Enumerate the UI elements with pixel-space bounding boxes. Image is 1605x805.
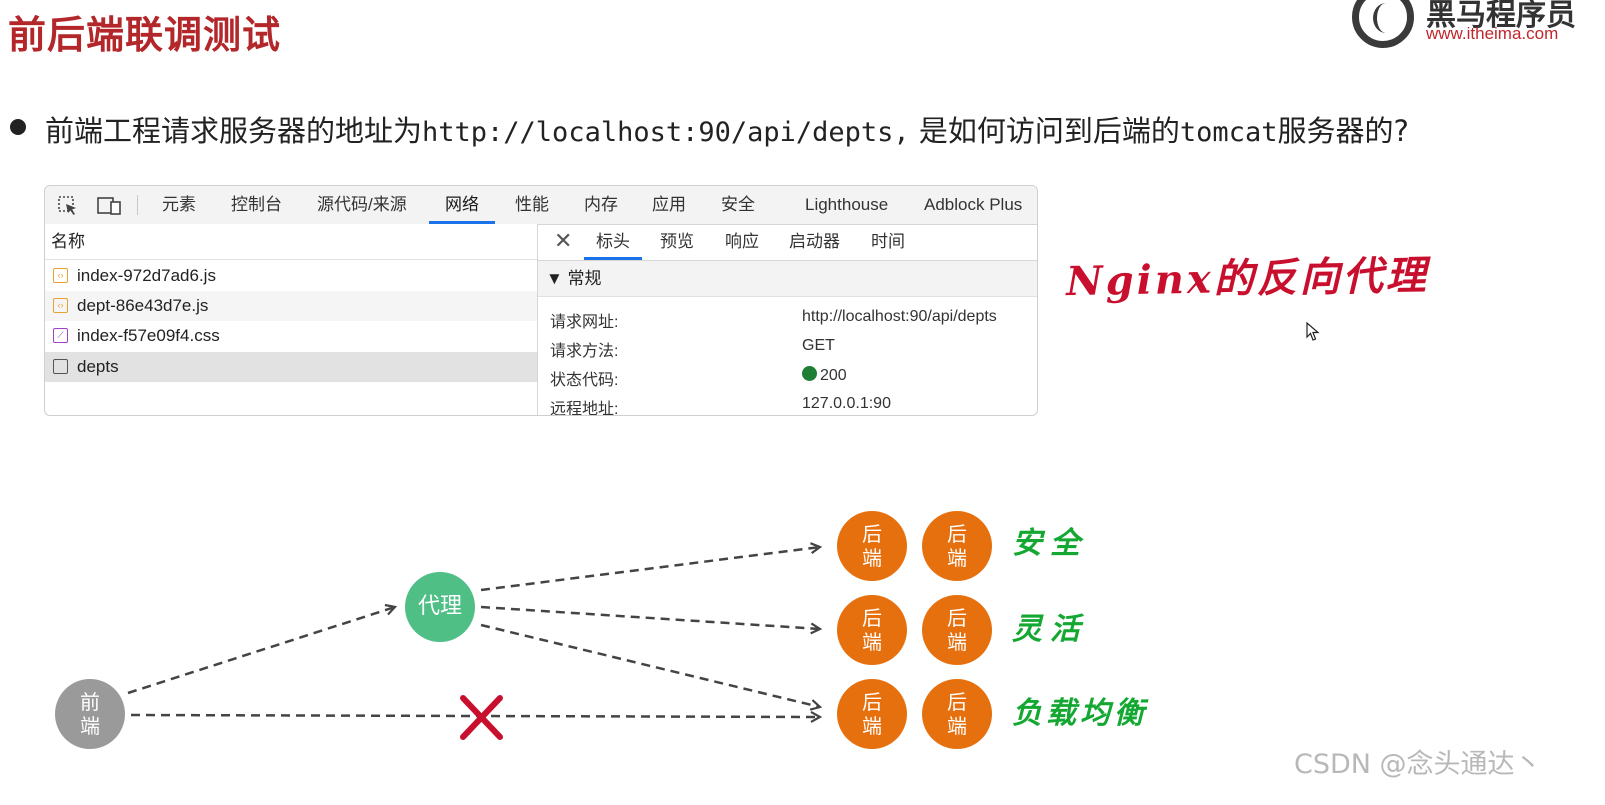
- general-key: 请求网址:: [550, 314, 619, 331]
- backend-label: 后端: [862, 522, 882, 570]
- proxy-label: 代理: [417, 594, 462, 619]
- tab-network[interactable]: 网络: [429, 186, 495, 224]
- arrow-proxy-to-backend-1: [480, 547, 820, 592]
- backend-label: 后端: [947, 522, 967, 570]
- arrow-proxy-to-backend-3: [480, 623, 820, 707]
- tab-initiator[interactable]: 启动器: [789, 232, 840, 251]
- request-row[interactable]: ⟋ index-f57e09f4.css: [45, 321, 537, 351]
- request-name: dept-86e43d7e.js: [77, 296, 209, 315]
- request-row[interactable]: ‹› dept-86e43d7e.js: [45, 291, 537, 321]
- frontend-label: 前端: [80, 690, 100, 738]
- tab-elements[interactable]: 元素: [162, 195, 196, 214]
- close-icon[interactable]: ✕: [554, 228, 573, 253]
- status-ok-icon: [802, 366, 817, 381]
- backend-label: 后端: [947, 606, 967, 654]
- tab-lighthouse[interactable]: Lighthouse: [805, 195, 889, 214]
- request-list: 名称 ‹› index-972d7ad6.js ‹› dept-86e43d7e…: [45, 224, 538, 415]
- backend-node: 后端: [837, 595, 907, 665]
- backend-label: 后端: [862, 606, 882, 654]
- tab-security[interactable]: 安全: [721, 195, 755, 214]
- backend-node: 后端: [837, 679, 907, 749]
- backend-label: 后端: [947, 690, 967, 738]
- inspect-element-icon[interactable]: [57, 195, 77, 215]
- mouse-cursor-icon: [1306, 322, 1320, 341]
- logo-url: www.itheima.com: [1426, 24, 1559, 43]
- request-details: ✕ 标头 预览 响应 启动器 时间 ▼ 常规 请求网址: http://loca…: [538, 224, 1037, 416]
- status-code-value: 200: [802, 366, 847, 385]
- benefit-label-flexible: 灵活: [1012, 612, 1088, 647]
- css-icon: ⟋: [53, 328, 68, 343]
- request-name: depts: [77, 357, 119, 376]
- devtools-toolbar: 元素 控制台 源代码/来源 网络 性能 内存 应用 安全 Lighthouse …: [45, 186, 1037, 225]
- logo-text: 黑马程序员: [1426, 0, 1576, 33]
- tab-console[interactable]: 控制台: [231, 195, 282, 214]
- document-icon: [53, 359, 68, 374]
- tab-application[interactable]: 应用: [652, 195, 686, 214]
- devtools-panel: 元素 控制台 源代码/来源 网络 性能 内存 应用 安全 Lighthouse …: [44, 185, 1038, 416]
- backend-node: 后端: [837, 511, 907, 581]
- backend-node: 后端: [922, 511, 992, 581]
- tab-headers[interactable]: 标头: [584, 224, 642, 260]
- general-key: 请求方法:: [550, 343, 619, 360]
- detail-tabs: ✕ 标头 预览 响应 启动器 时间: [538, 224, 1037, 261]
- backend-label: 后端: [862, 690, 882, 738]
- benefit-label-load-balancing: 负载均衡: [1012, 696, 1148, 731]
- arrow-frontend-to-proxy: [127, 607, 395, 695]
- backend-node: 后端: [922, 595, 992, 665]
- request-row-selected[interactable]: depts: [45, 352, 537, 382]
- csdn-watermark: CSDN @念头通达丶: [1294, 749, 1542, 780]
- request-url-value: http://localhost:90/api/depts: [802, 308, 997, 325]
- general-key: 远程地址:: [550, 401, 619, 416]
- itheima-logo-icon: [1352, 0, 1414, 48]
- section-general[interactable]: ▼ 常规: [538, 261, 1037, 297]
- js-icon: ‹›: [53, 268, 68, 283]
- blocked-cross-icon: [460, 695, 503, 740]
- column-header-name[interactable]: 名称: [45, 224, 537, 260]
- general-key: 状态代码:: [550, 372, 619, 389]
- tab-sources[interactable]: 源代码/来源: [317, 195, 407, 214]
- remote-address-value: 127.0.0.1:90: [802, 395, 891, 412]
- bullet-question: 前端工程请求服务器的地址为http://localhost:90/api/dep…: [45, 114, 1409, 148]
- device-toolbar-icon[interactable]: [97, 195, 121, 215]
- slide-title: 前后端联调测试: [8, 13, 282, 57]
- request-row[interactable]: ‹› index-972d7ad6.js: [45, 261, 537, 291]
- tab-timing[interactable]: 时间: [871, 232, 905, 251]
- arrow-frontend-to-backend-direct: [130, 715, 820, 717]
- request-name: index-972d7ad6.js: [77, 266, 216, 285]
- bullet-icon: [10, 119, 26, 135]
- js-icon: ‹›: [53, 298, 68, 313]
- tab-adblock-plus[interactable]: Adblock Plus: [924, 195, 1023, 214]
- arrow-proxy-to-backend-2: [480, 605, 820, 629]
- tab-performance[interactable]: 性能: [515, 195, 549, 214]
- tab-memory[interactable]: 内存: [584, 195, 618, 214]
- frontend-node: 前端: [55, 679, 125, 749]
- tab-response[interactable]: 响应: [725, 232, 759, 251]
- backend-node: 后端: [922, 679, 992, 749]
- proxy-node: 代理: [405, 572, 475, 642]
- benefit-label-security: 安全: [1012, 526, 1088, 561]
- toolbar-divider: [137, 195, 138, 215]
- request-method-value: GET: [802, 337, 835, 354]
- request-name: index-f57e09f4.css: [77, 326, 220, 345]
- tab-preview[interactable]: 预览: [660, 232, 694, 251]
